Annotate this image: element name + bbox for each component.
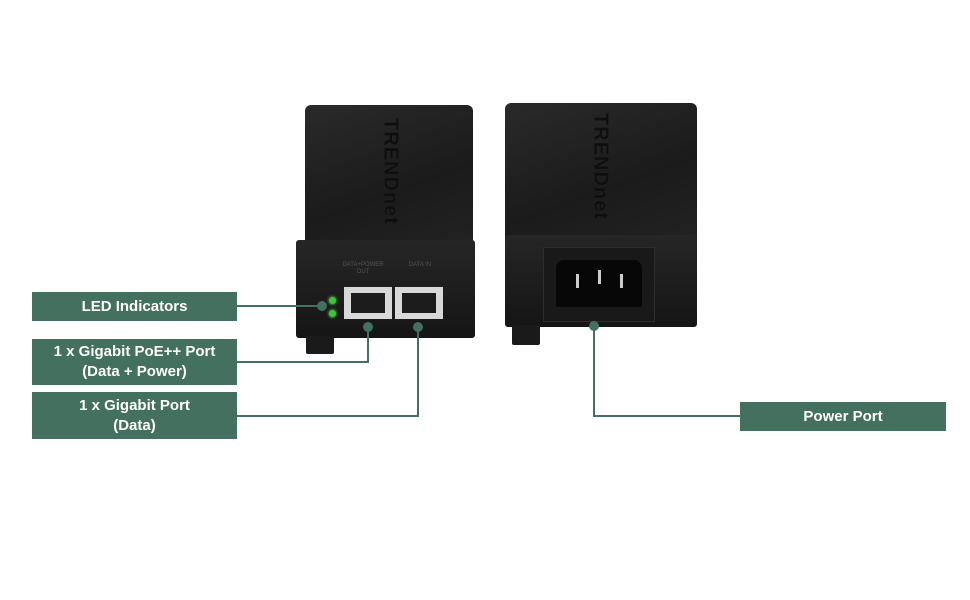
power-port-label: Power Port — [740, 402, 946, 431]
trendnet-logo: TRENDnet — [379, 118, 402, 225]
poe-callout-line — [367, 327, 369, 363]
label-text: (Data + Power) — [82, 363, 187, 380]
label-text: 1 x Gigabit Port — [79, 396, 190, 414]
device-top — [305, 105, 473, 242]
poe-callout-line — [237, 361, 369, 363]
data-port — [395, 287, 443, 319]
led-indicators-label: LED Indicators — [32, 292, 237, 321]
port-label-in: DATA IN — [408, 262, 432, 268]
port-label-out: DATA+POWER OUT — [342, 262, 384, 275]
data-callout-line — [237, 415, 419, 417]
label-text: LED Indicators — [81, 297, 188, 315]
label-text: 1 x Gigabit PoE++ Port — [53, 343, 216, 360]
poe-port-label: 1 x Gigabit PoE++ Port (Data + Power) — [32, 339, 237, 385]
device-foot — [512, 325, 540, 345]
led-indicator — [329, 310, 336, 317]
poe-port — [344, 287, 392, 319]
led-indicator — [329, 297, 336, 304]
device-foot — [306, 336, 334, 354]
label-text: (Data) — [113, 416, 156, 434]
label-text: Power Port — [803, 407, 883, 425]
data-port-label: 1 x Gigabit Port (Data) — [32, 392, 237, 439]
iec-c14-inlet — [556, 260, 642, 307]
power-callout-line — [593, 415, 741, 417]
trendnet-logo: TRENDnet — [589, 113, 612, 220]
power-socket-housing — [543, 247, 655, 322]
data-callout-line — [417, 327, 419, 417]
led-callout-line — [237, 305, 322, 307]
power-callout-line — [593, 326, 595, 417]
device-top — [505, 103, 697, 238]
led-callout-dot — [317, 301, 327, 311]
